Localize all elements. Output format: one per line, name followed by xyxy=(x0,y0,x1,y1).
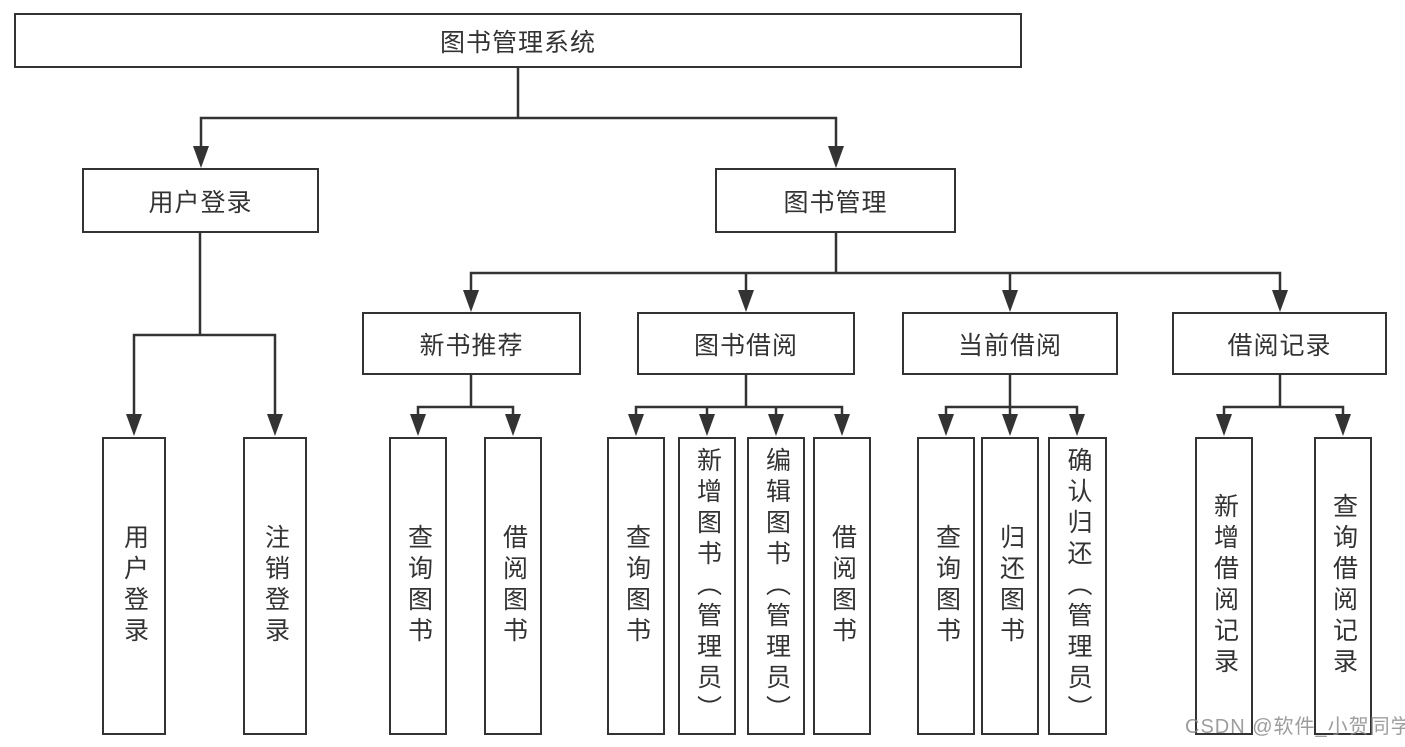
leaf-borrow-edit-books-admin-label: 编辑图书（管理员） xyxy=(762,446,791,726)
leaf-logout-login: 注销登录 xyxy=(243,437,307,735)
leaf-recommend-borrow-books: 借阅图书 xyxy=(484,437,542,735)
leaf-records-query-record-label: 查询借阅记录 xyxy=(1329,493,1358,679)
node-book-borrow-label: 图书借阅 xyxy=(693,331,798,360)
leaf-borrow-query-books: 查询图书 xyxy=(607,437,665,735)
leaf-current-return-books: 归还图书 xyxy=(981,437,1039,735)
node-borrow-records-label: 借阅记录 xyxy=(1227,331,1332,360)
leaf-records-add-record-label: 新增借阅记录 xyxy=(1210,493,1239,679)
leaf-borrow-edit-books-admin: 编辑图书（管理员） xyxy=(747,437,805,735)
node-user-login-label: 用户登录 xyxy=(148,188,253,217)
leaf-borrow-add-books-admin: 新增图书（管理员） xyxy=(678,437,736,735)
node-book-management-label: 图书管理 xyxy=(783,188,888,217)
leaf-borrow-add-books-admin-label: 新增图书（管理员） xyxy=(693,446,722,726)
leaf-user-login-label: 用户登录 xyxy=(120,524,149,648)
leaf-user-login: 用户登录 xyxy=(102,437,166,735)
node-new-book-recommend-label: 新书推荐 xyxy=(419,331,524,360)
arrowheads xyxy=(126,146,1351,436)
node-user-login: 用户登录 xyxy=(82,168,319,233)
leaf-recommend-borrow-books-label: 借阅图书 xyxy=(499,524,528,648)
leaf-borrow-borrow-books-label: 借阅图书 xyxy=(828,524,857,648)
csdn-watermark: CSDN @软件_小贺同学 xyxy=(1185,716,1405,738)
node-library-system: 图书管理系统 xyxy=(14,13,1022,68)
node-borrow-records: 借阅记录 xyxy=(1172,312,1387,375)
leaf-current-query-books: 查询图书 xyxy=(917,437,975,735)
leaf-recommend-query-books-label: 查询图书 xyxy=(404,524,433,648)
leaf-current-return-books-label: 归还图书 xyxy=(996,524,1025,648)
leaf-borrow-borrow-books: 借阅图书 xyxy=(813,437,871,735)
leaf-records-query-record: 查询借阅记录 xyxy=(1314,437,1372,735)
node-book-borrow: 图书借阅 xyxy=(637,312,855,375)
leaf-current-confirm-return-admin: 确认归还（管理员） xyxy=(1048,437,1107,735)
node-new-book-recommend: 新书推荐 xyxy=(362,312,581,375)
leaf-borrow-query-books-label: 查询图书 xyxy=(622,524,651,648)
connector-strokes xyxy=(132,66,1345,418)
node-library-system-label: 图书管理系统 xyxy=(439,28,596,57)
leaf-recommend-query-books: 查询图书 xyxy=(389,437,447,735)
node-current-borrow: 当前借阅 xyxy=(902,312,1118,375)
leaf-logout-login-label: 注销登录 xyxy=(261,524,290,648)
node-book-management: 图书管理 xyxy=(715,168,956,233)
leaf-current-confirm-return-admin-label: 确认归还（管理员） xyxy=(1064,446,1092,726)
leaf-current-query-books-label: 查询图书 xyxy=(932,524,961,648)
node-current-borrow-label: 当前借阅 xyxy=(957,331,1062,360)
leaf-records-add-record: 新增借阅记录 xyxy=(1195,437,1253,735)
